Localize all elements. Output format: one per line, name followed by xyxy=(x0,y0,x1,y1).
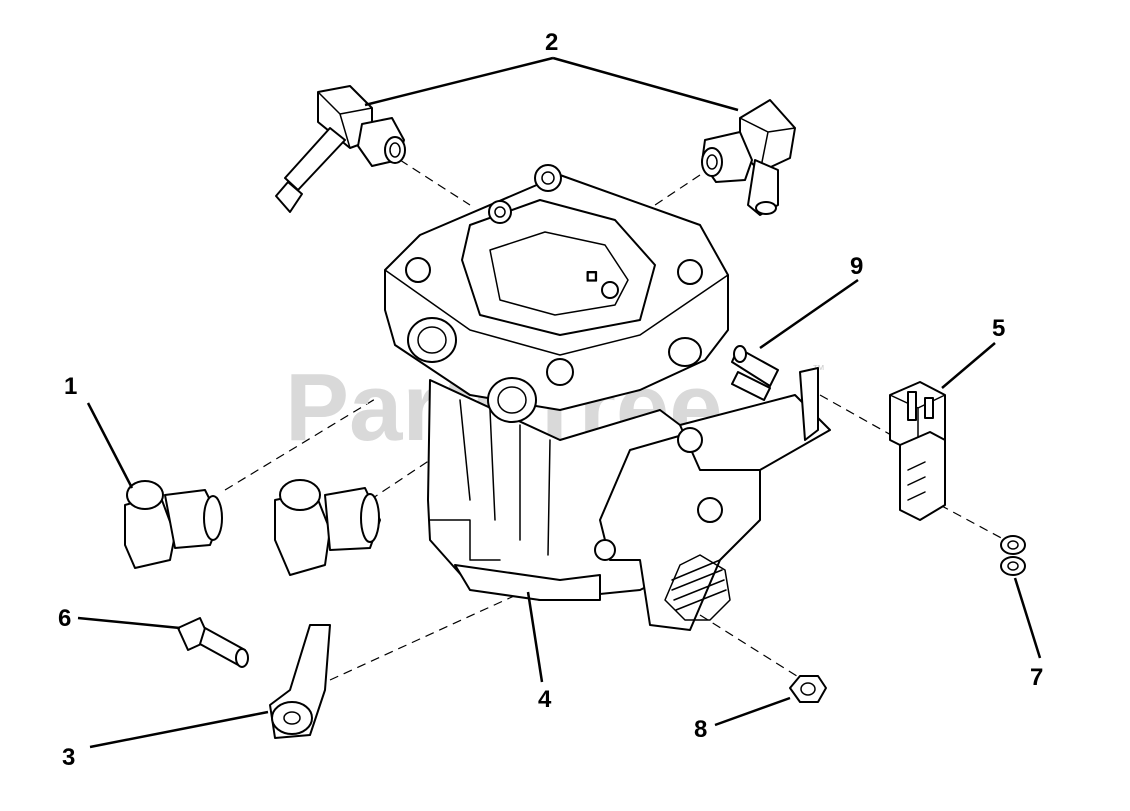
leader-lines xyxy=(77,56,1042,749)
part-9-pin xyxy=(731,345,779,401)
callout-5: 5 xyxy=(992,315,1005,342)
callout-4: 4 xyxy=(538,686,552,713)
svg-text:◻: ◻ xyxy=(586,267,598,283)
leader-7 xyxy=(1013,577,1042,659)
throttle-linkage xyxy=(594,367,831,631)
part-2-right-fitting xyxy=(701,99,796,216)
callout-6: 6 xyxy=(58,605,71,632)
leader-5 xyxy=(941,342,996,389)
part-3-lever xyxy=(269,624,331,739)
leader-1 xyxy=(86,402,134,489)
callout-2: 2 xyxy=(545,29,558,56)
part-2-left-fitting xyxy=(275,85,406,213)
callout-1: 1 xyxy=(64,373,77,400)
part-1-fitting xyxy=(124,480,223,569)
part-5-connector xyxy=(889,381,946,521)
callout-3: 3 xyxy=(62,744,75,771)
part-8-nut xyxy=(789,675,827,703)
leader-2-right xyxy=(552,56,739,112)
part-7-nuts xyxy=(1000,535,1026,576)
callout-8: 8 xyxy=(694,716,707,743)
callout-labels: 2 1 9 5 6 3 4 7 8 xyxy=(58,29,1043,771)
callout-9: 9 xyxy=(850,253,863,280)
leader-4 xyxy=(526,591,544,683)
callout-7: 7 xyxy=(1030,664,1043,691)
leader-2-left xyxy=(364,56,554,107)
part-6-bolt xyxy=(177,617,249,668)
leader-6 xyxy=(77,616,181,630)
leader-3 xyxy=(89,710,269,749)
leader-9 xyxy=(759,278,859,350)
part-1-second-fitting xyxy=(274,479,381,576)
leader-8 xyxy=(714,696,791,727)
